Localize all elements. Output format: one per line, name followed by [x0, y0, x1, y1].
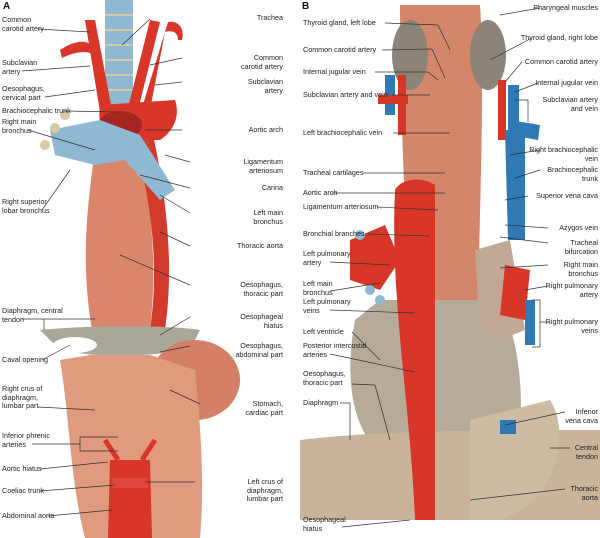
label-tracheal-cartilages: Tracheal cartilages	[303, 168, 364, 177]
label-brachiocephalic-trunk: Brachiocephalic trunk	[2, 106, 71, 115]
label-aortic-arch: Aortic arch	[248, 125, 283, 134]
label-aortic-arch-b: Aortic arch	[303, 188, 338, 197]
panel-a: A Common carotid artery Subclavian arter…	[2, 0, 283, 538]
label-brachiocephalic-trunk-b: Brachiocephalic trunk	[547, 165, 598, 183]
label-central-tendon: Central tendon	[574, 443, 598, 461]
label-bronchial-branches: Bronchial branches	[303, 229, 365, 238]
label-thyroid-left-lobe: Thyroid gland, left lobe	[303, 18, 376, 27]
label-subclavian-artery-vein-left: Subclavian artery and vein	[303, 90, 388, 99]
label-thoracic-aorta-b: Thoracic aorta	[570, 484, 598, 502]
right-common-carotid	[85, 20, 112, 112]
label-left-main-bronchus-b: Left main bronchus	[303, 279, 333, 297]
label-left-brachiocephalic-vein: Left brachiocephalic vein	[303, 128, 383, 137]
label-left-crus: Left crus of diaphragm, lumbar part	[246, 477, 283, 504]
right-pulmonary-artery	[500, 265, 530, 320]
label-oesophagus-thoracic: Oesophagus, thoracic part	[240, 280, 283, 298]
label-left-pulmonary-artery: Left pulmonary artery	[303, 249, 351, 267]
label-subclavian-artery-vein-right: Subclavian artery and vein	[542, 95, 598, 113]
right-pulmonary-veins	[525, 300, 535, 345]
label-left-ventricle: Left ventricle	[303, 327, 344, 336]
panel-a-letter: A	[3, 1, 11, 12]
label-thoracic-aorta: Thoracic aorta	[237, 241, 283, 250]
label-right-pulmonary-artery: Right pulmonary artery	[545, 281, 598, 299]
thyroid-right-lobe	[470, 20, 506, 90]
label-ligamentum-arteriosum: Ligamentum arteriosum	[243, 157, 283, 175]
superior-vena-cava	[505, 130, 525, 240]
label-diaphragm-central-tendon: Diaphragm, central tendon	[2, 306, 63, 324]
label-abdominal-aorta: Abdominal aorta	[2, 511, 55, 520]
label-aortic-hiatus: Aortic hiatus	[2, 464, 42, 473]
right-internal-jugular	[508, 85, 519, 135]
label-oesophagus-cervical: Oesophagus, cervical part	[2, 84, 45, 102]
label-inferior-phrenic-arteries: Inferior phrenic arteries	[2, 431, 50, 449]
label-oesophagus-thoracic-b: Oesophagus, thoracic part	[303, 369, 346, 387]
label-oesophagus-abdominal: Oesophagus, abdominal part	[235, 341, 283, 359]
label-common-carotid-artery-right: Common carotid artery	[2, 15, 44, 33]
abdominal-aorta	[108, 460, 152, 538]
label-ligamentum-arteriosum-b: Ligamentum arteriosum	[303, 202, 379, 211]
label-diaphragm-b: Diaphragm	[303, 398, 339, 407]
label-subclavian-artery-right: Subclavian artery	[2, 58, 38, 76]
label-internal-jugular-vein-right: Internal jugular vein	[535, 78, 598, 87]
left-subclavian	[142, 21, 183, 111]
trachea	[105, 0, 133, 110]
label-right-main-bronchus: Right main bronchus	[2, 117, 37, 135]
panel-b-letter: B	[302, 1, 310, 12]
left-common-carotid	[128, 20, 160, 110]
label-tracheal-bifurcation: Tracheal bifurcation	[564, 238, 598, 256]
label-left-pulmonary-veins: Left pulmonary veins	[303, 297, 351, 315]
label-superior-vena-cava: Superior vena cava	[536, 191, 598, 200]
label-pharyngeal-muscles: Pharyngeal muscles	[533, 3, 598, 12]
label-inferior-vena-cava: Inferior vena cava	[565, 407, 598, 425]
label-right-brachiocephalic-vein: Right brachiocephalic vein	[529, 145, 598, 163]
label-common-carotid-artery-left: Common carotid artery	[241, 53, 283, 71]
label-right-pulmonary-veins: Right pulmonary veins	[545, 317, 598, 335]
label-thyroid-right-lobe: Thyroid gland, right lobe	[520, 33, 598, 42]
caval-opening	[53, 337, 97, 353]
label-common-carotid-artery-b-right: Common carotid artery	[524, 57, 598, 66]
label-caval-opening: Caval opening	[2, 355, 48, 364]
label-oesophageal-hiatus: Oesophageal hiatus	[240, 312, 283, 330]
label-azygos-vein: Azygos vein	[559, 223, 598, 232]
label-carina: Carina	[261, 183, 283, 192]
label-left-main-bronchus: Left main bronchus	[253, 208, 283, 226]
label-oesophageal-hiatus-b: Oesophageal hiatus	[303, 515, 346, 533]
label-trachea: Trachea	[256, 13, 283, 22]
left-common-carotid	[398, 75, 406, 135]
right-common-carotid	[498, 80, 506, 140]
label-right-superior-lobar-bronchus: Right superior lobar bronchus	[2, 197, 50, 215]
panel-b-illustration	[300, 5, 600, 521]
label-posterior-intercostal-arteries: Posterior intercostal arteries	[303, 341, 367, 359]
label-coeliac-trunk: Coeliac trunk	[2, 486, 44, 495]
label-right-crus: Right crus of diaphragm, lumbar part	[2, 384, 43, 411]
subclavian-vein-right	[510, 120, 540, 140]
label-internal-jugular-vein-left: Internal jugular vein	[303, 67, 366, 76]
label-subclavian-artery-left: Subclavian artery	[247, 77, 283, 95]
left-bronchial-tree	[350, 225, 400, 290]
thoracic-aorta	[394, 179, 435, 521]
thyroid-left-lobe	[392, 20, 428, 90]
crura	[60, 355, 203, 538]
panel-b: B Thyroid gland, left lobe Common caroti…	[300, 0, 600, 538]
left-subclavian	[378, 95, 408, 104]
label-stomach-cardiac: Stomach, cardiac part	[245, 399, 283, 417]
right-subclavian	[60, 41, 95, 58]
label-right-main-bronchus-b: Right main bronchus	[563, 260, 598, 278]
label-common-carotid-artery-b-left: Common carotid artery	[303, 45, 377, 54]
